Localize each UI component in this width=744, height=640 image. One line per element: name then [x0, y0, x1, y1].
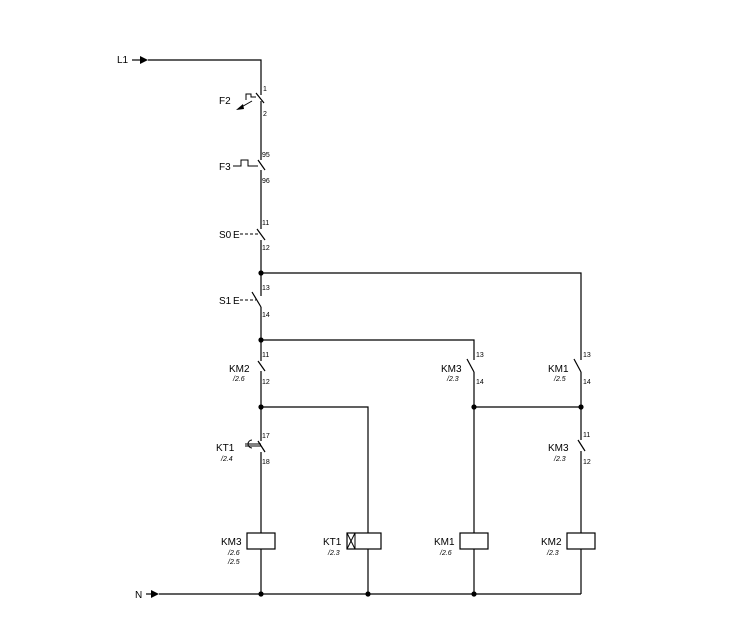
km2-coil-ref1: /2.3	[546, 550, 559, 557]
s0-actuator: E	[233, 230, 240, 241]
km3-nc-ref: /2.3	[553, 456, 566, 463]
km3-no-ref: /2.3	[446, 376, 459, 383]
f3-contact	[233, 155, 266, 178]
l1-arrow-icon	[132, 56, 148, 64]
km1-coil-icon	[459, 532, 489, 550]
km1-no-ref: /2.5	[553, 376, 566, 383]
km2-nc-ref: /2.6	[232, 376, 245, 383]
km2-nc-pin-bottom: 12	[262, 379, 270, 386]
kt1-coil-icon	[346, 532, 382, 550]
f2-pin-top: 1	[263, 86, 267, 93]
f2-contact	[236, 85, 265, 112]
s1-pin-top: 13	[262, 285, 270, 292]
l1-wire	[148, 59, 262, 85]
junction-dot	[471, 591, 477, 597]
km1-no-pin-bottom: 14	[583, 379, 591, 386]
kt1-nc-ref: /2.4	[220, 456, 233, 463]
kt1-nc-pin-top: 17	[262, 433, 270, 440]
s0-pin-bottom: 12	[262, 245, 270, 252]
km1-coil-label: KM1	[434, 537, 455, 548]
s1-actuator: E	[233, 296, 240, 307]
s0-stop-button	[240, 224, 266, 246]
f3-pin-bottom: 96	[262, 178, 270, 185]
f3-label: F3	[219, 162, 231, 173]
f2-pin-bottom: 2	[263, 111, 267, 118]
f3-pin-top: 95	[262, 152, 270, 159]
s1-start-button	[240, 290, 262, 314]
f2-thermal-icon	[245, 93, 256, 100]
l1-label: L1	[117, 55, 129, 66]
km1-coil-ref1: /2.6	[439, 550, 452, 557]
km3-no-contact	[466, 356, 475, 380]
km3-coil-ref2: /2.5	[227, 559, 240, 566]
km1-no-contact	[573, 356, 582, 432]
km3-no-pin-bottom: 14	[476, 379, 484, 386]
kt1-nc-label: KT1	[216, 443, 235, 454]
junction-dot	[258, 591, 264, 597]
km3-no-pin-top: 13	[476, 352, 484, 359]
km2-coil-icon	[566, 532, 596, 550]
kt1-coil-ref1: /2.3	[327, 550, 340, 557]
s1-pin-bottom: 14	[262, 312, 270, 319]
kt1-nc-pin-bottom: 18	[262, 459, 270, 466]
km3-coil-label: KM3	[221, 537, 242, 548]
km1-no-label: KM1	[548, 364, 569, 375]
f3-overload-icon	[233, 159, 258, 167]
km2-nc-pin-top: 11	[262, 352, 269, 359]
km3-nc-pin-top: 11	[583, 432, 590, 439]
s0-pin-top: 11	[262, 220, 269, 227]
km3-no-label: KM3	[441, 364, 462, 375]
km2-nc-contact	[257, 356, 266, 378]
kt1-timed-contact	[245, 437, 266, 533]
km3-coil-ref1: /2.6	[227, 550, 240, 557]
n-label: N	[135, 590, 142, 601]
s1-label: S1	[219, 296, 232, 307]
km3-nc-label: KM3	[548, 443, 569, 454]
km3-nc-contact	[577, 432, 586, 533]
n-arrow-icon	[146, 590, 159, 598]
f2-label: F2	[219, 96, 231, 107]
wire-hold-branch	[261, 272, 582, 356]
wire-kt1-coil	[261, 406, 369, 533]
wire-km3-branch	[261, 339, 475, 356]
km1-no-pin-top: 13	[583, 352, 591, 359]
kt1-coil-label: KT1	[323, 537, 342, 548]
s0-label: S0	[219, 230, 232, 241]
km2-nc-label: KM2	[229, 364, 250, 375]
km3-nc-pin-bottom: 12	[583, 459, 591, 466]
junction-dot	[365, 591, 371, 597]
km2-coil-label: KM2	[541, 537, 562, 548]
km3-coil-icon	[246, 532, 276, 550]
